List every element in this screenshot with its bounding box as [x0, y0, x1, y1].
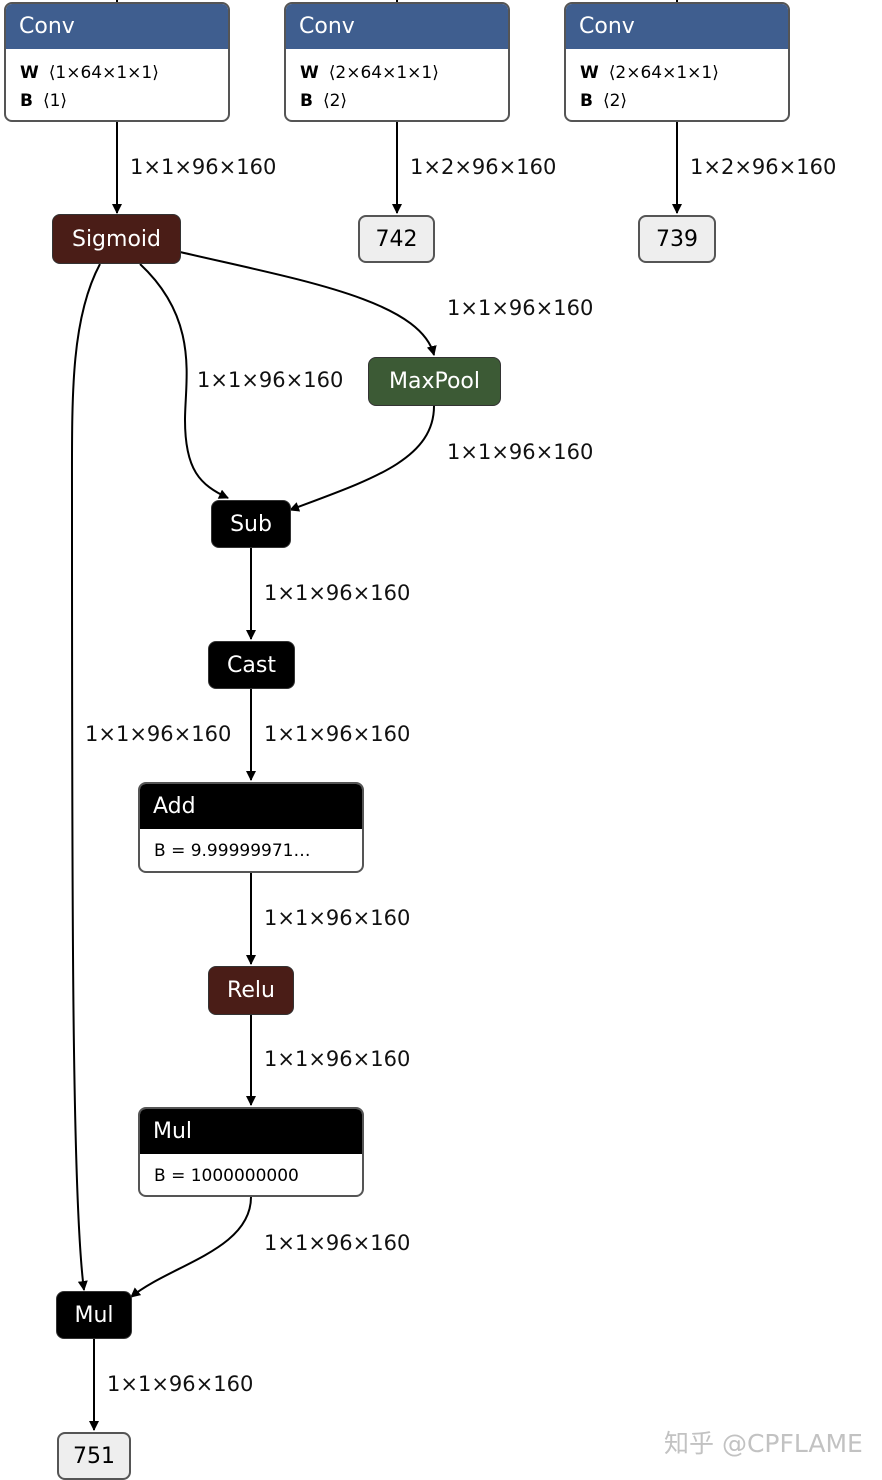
- edge-label-sigmoid-sub: 1×1×96×160: [197, 368, 344, 392]
- edge-label-conv1-sigmoid: 1×1×96×160: [130, 155, 277, 179]
- mul-node-1[interactable]: Mul B = 1000000000: [138, 1107, 364, 1197]
- edge-sigmoid-sub: [139, 263, 229, 499]
- conv-node-1[interactable]: Conv W ⟨1×64×1×1⟩ B ⟨1⟩: [4, 2, 230, 122]
- output-node-742[interactable]: 742: [358, 215, 435, 263]
- conv-node-3-title: Conv: [566, 4, 788, 49]
- conv-node-2[interactable]: Conv W ⟨2×64×1×1⟩ B ⟨2⟩: [284, 2, 510, 122]
- conv-node-2-w-label: W: [300, 63, 319, 83]
- edge-label-conv2-742: 1×2×96×160: [410, 155, 557, 179]
- edge-label-mul-mul: 1×1×96×160: [264, 1231, 411, 1255]
- output-node-751[interactable]: 751: [57, 1432, 131, 1480]
- edge-label-mul-751: 1×1×96×160: [107, 1372, 254, 1396]
- conv-node-1-w-value: ⟨1×64×1×1⟩: [48, 63, 159, 83]
- conv-node-3-w-label: W: [580, 63, 599, 83]
- conv-node-2-b-value: ⟨2⟩: [322, 91, 348, 111]
- edge-sigmoid-mul: [70, 263, 101, 1291]
- conv-node-3-attrs: W ⟨2×64×1×1⟩ B ⟨2⟩: [566, 49, 788, 115]
- sigmoid-node[interactable]: Sigmoid: [52, 214, 181, 264]
- relu-node[interactable]: Relu: [208, 966, 294, 1015]
- conv-node-3-b-value: ⟨2⟩: [602, 91, 628, 111]
- conv-node-2-attrs: W ⟨2×64×1×1⟩ B ⟨2⟩: [286, 49, 508, 115]
- edge-label-maxpool-sub: 1×1×96×160: [447, 440, 594, 464]
- conv-node-3[interactable]: Conv W ⟨2×64×1×1⟩ B ⟨2⟩: [564, 2, 790, 122]
- edge-label-cast-add: 1×1×96×160: [264, 722, 411, 746]
- edge-maxpool-sub: [289, 405, 435, 512]
- conv-node-3-b-label: B: [580, 91, 593, 111]
- edge-mul-mul: [130, 1196, 252, 1298]
- mul-node-1-title: Mul: [140, 1109, 362, 1154]
- mul-node-1-attr: B = 1000000000: [154, 1166, 299, 1186]
- output-node-739[interactable]: 739: [638, 215, 716, 263]
- maxpool-node[interactable]: MaxPool: [368, 357, 501, 406]
- edge-label-conv3-739: 1×2×96×160: [690, 155, 837, 179]
- conv-node-1-b-value: ⟨1⟩: [42, 91, 68, 111]
- conv-node-2-b-label: B: [300, 91, 313, 111]
- conv-node-1-title: Conv: [6, 4, 228, 49]
- edge-label-sub-cast: 1×1×96×160: [264, 581, 411, 605]
- add-node-attr: B = 9.99999971…: [154, 841, 311, 861]
- conv-node-2-w-value: ⟨2×64×1×1⟩: [328, 63, 439, 83]
- conv-node-2-title: Conv: [286, 4, 508, 49]
- edge-label-add-relu: 1×1×96×160: [264, 906, 411, 930]
- add-node-title: Add: [140, 784, 362, 829]
- watermark: 知乎 @CPFLAME: [664, 1429, 863, 1458]
- add-node[interactable]: Add B = 9.99999971…: [138, 782, 364, 873]
- conv-node-1-w-label: W: [20, 63, 39, 83]
- edge-label-sigmoid-mul: 1×1×96×160: [85, 722, 232, 746]
- cast-node[interactable]: Cast: [208, 641, 295, 689]
- edge-label-sigmoid-maxpool: 1×1×96×160: [447, 296, 594, 320]
- mul-node-2[interactable]: Mul: [56, 1291, 132, 1339]
- conv-node-3-w-value: ⟨2×64×1×1⟩: [608, 63, 719, 83]
- edge-sigmoid-maxpool: [179, 251, 437, 356]
- conv-node-1-attrs: W ⟨1×64×1×1⟩ B ⟨1⟩: [6, 49, 228, 115]
- conv-node-1-b-label: B: [20, 91, 33, 111]
- edge-label-relu-mul: 1×1×96×160: [264, 1047, 411, 1071]
- sub-node[interactable]: Sub: [211, 500, 291, 548]
